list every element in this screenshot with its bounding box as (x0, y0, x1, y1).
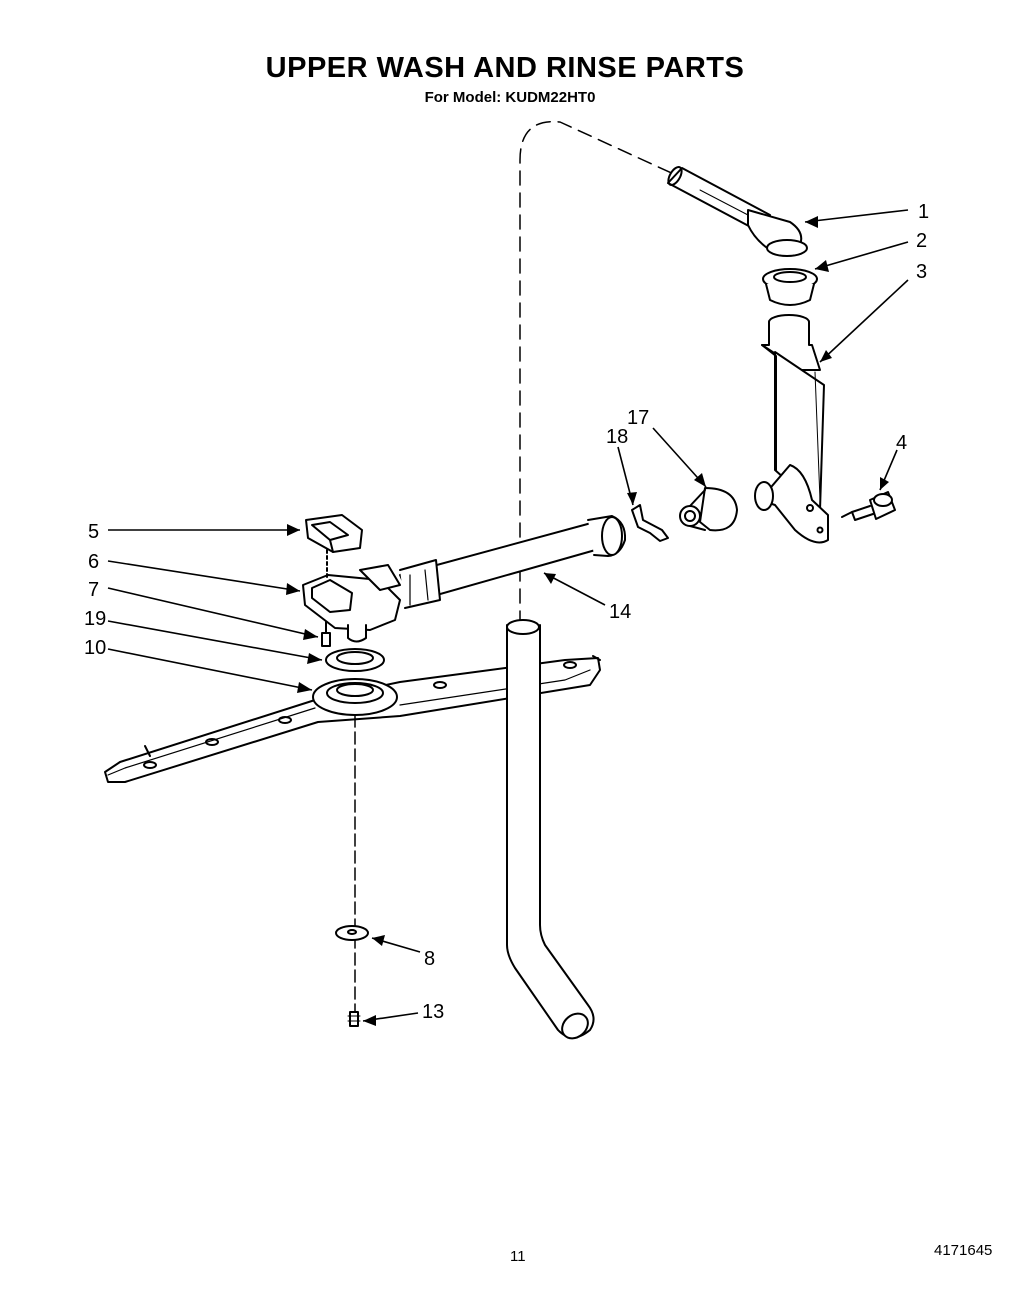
leader-19 (107, 620, 323, 661)
callout-3: 3 (916, 261, 927, 283)
callout-18: 18 (606, 426, 628, 448)
part-spray-tube (399, 515, 627, 609)
leader-17 (652, 427, 707, 488)
leader-3 (819, 279, 909, 363)
part-washer (335, 925, 369, 941)
leader-10 (107, 648, 313, 691)
leader-14 (543, 572, 606, 606)
part-cap (305, 514, 363, 553)
callout-17: 17 (627, 407, 649, 429)
part-clip (631, 504, 669, 542)
part-hub-ring (325, 648, 385, 672)
page-subtitle: For Model: KUDM22HT0 (424, 89, 596, 106)
callout-13: 13 (422, 1001, 444, 1023)
callout-2: 2 (916, 230, 927, 252)
callout-10: 10 (84, 637, 106, 659)
document-number: 4171645 (934, 1242, 993, 1259)
part-supply-tube (667, 165, 808, 257)
callout-8: 8 (424, 948, 435, 970)
callout-7: 7 (88, 579, 99, 601)
callout-1: 1 (918, 201, 929, 223)
callout-19: 19 (84, 608, 106, 630)
leader-1 (804, 209, 909, 223)
leader-7 (107, 587, 319, 638)
page-number: 11 (510, 1248, 526, 1265)
part-screw (347, 1011, 361, 1027)
part-seal (762, 268, 818, 306)
leader-2 (814, 241, 909, 270)
dashed-path-line (519, 120, 679, 626)
page-title: UPPER WASH AND RINSE PARTS (265, 52, 745, 84)
part-diverter (302, 549, 401, 643)
callout-6: 6 (88, 551, 99, 573)
part-plug (841, 491, 896, 521)
leader-6 (107, 560, 301, 592)
callout-4: 4 (896, 432, 907, 454)
part-vertical-pipe (506, 619, 595, 1040)
callout-14: 14 (609, 601, 631, 623)
part-manifold (754, 314, 829, 544)
part-screw-small (321, 621, 331, 647)
part-bearing (679, 487, 738, 532)
callout-5: 5 (88, 521, 99, 543)
